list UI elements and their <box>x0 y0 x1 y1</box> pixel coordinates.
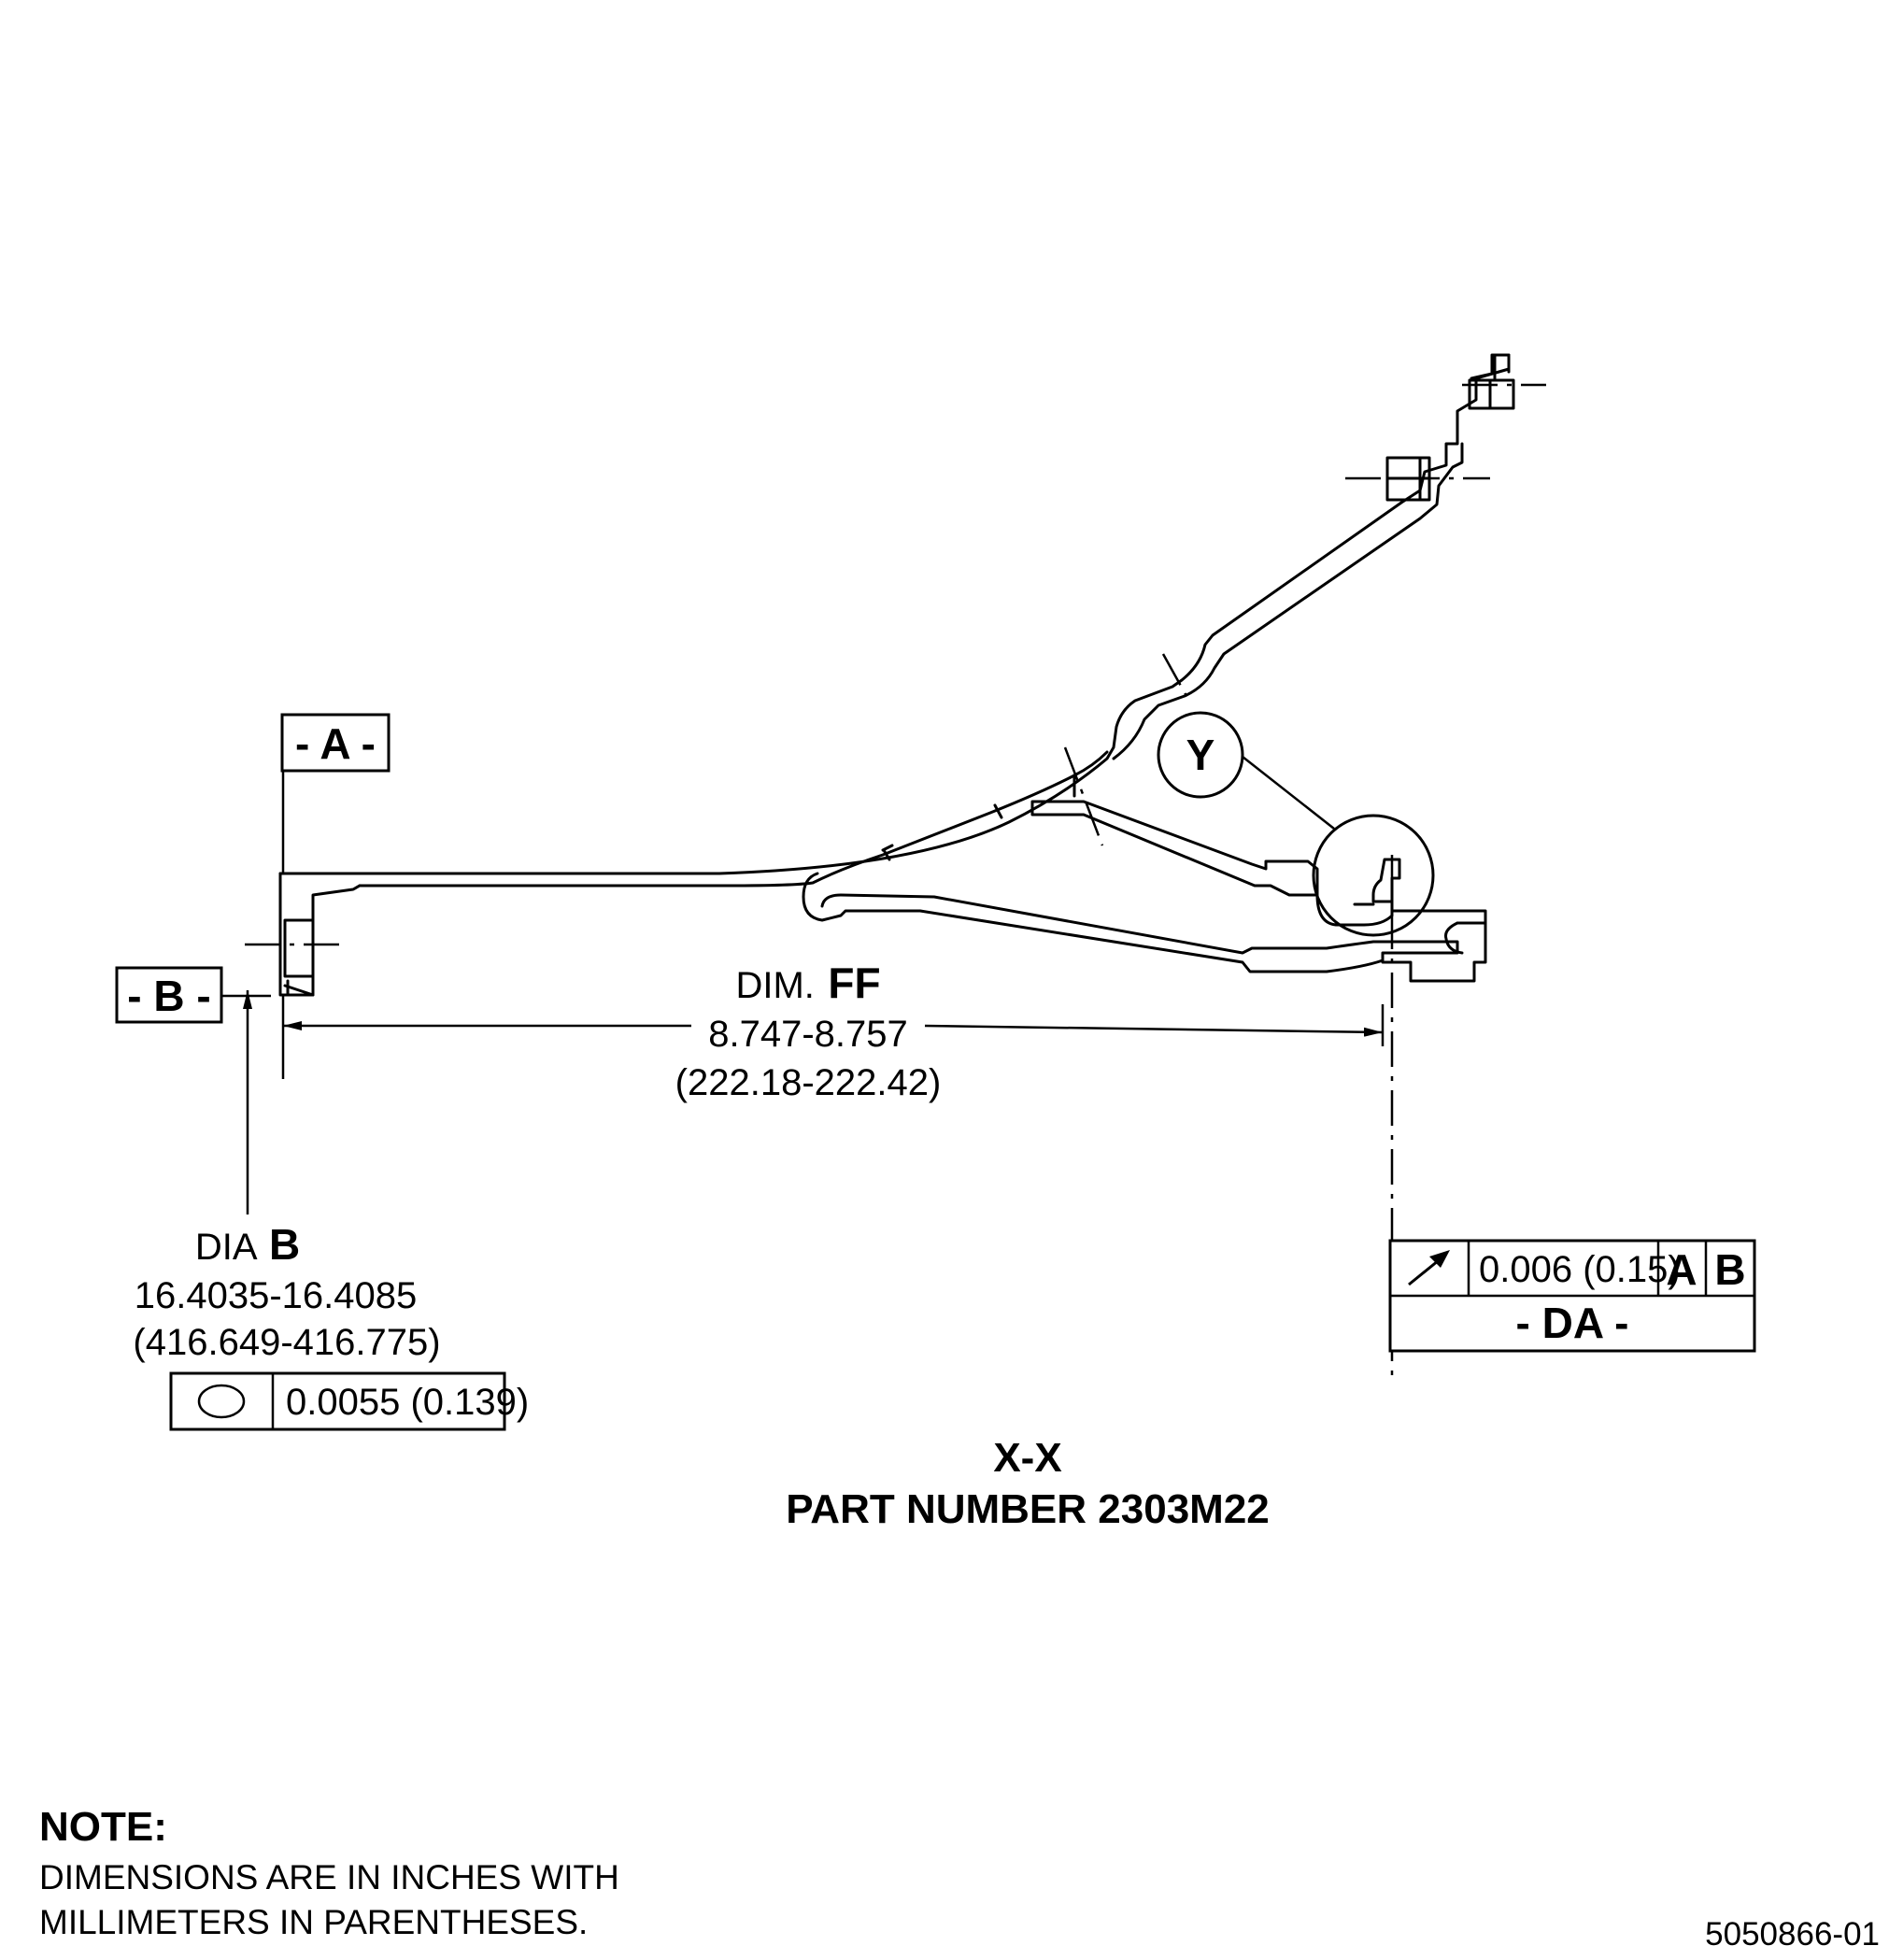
dia-b-mm: (416.649-416.775) <box>133 1322 440 1363</box>
note-line-1: DIMENSIONS ARE IN INCHES WITH <box>39 1858 619 1896</box>
detail-y-label: Y <box>1186 731 1215 779</box>
part-profile <box>278 353 1515 997</box>
note-heading: NOTE: <box>39 1804 167 1850</box>
runout-ref-a: A <box>1666 1245 1697 1294</box>
datum-b-label: - B - <box>127 972 210 1020</box>
figure-code: 5050866-01 <box>1705 1916 1880 1953</box>
circularity-icon <box>197 1384 246 1419</box>
dim-ff-mm: (222.18-222.42) <box>675 1062 942 1103</box>
dia-b: DIA B 16.4035-16.4085 (416.649-416.775) … <box>133 1220 529 1431</box>
detail-y-callout: Y <box>1157 711 1435 937</box>
part-number: PART NUMBER 2303M22 <box>786 1486 1270 1532</box>
dia-b-inches: 16.4035-16.4085 <box>135 1275 418 1316</box>
dim-ff-title: DIM. FF <box>735 959 880 1007</box>
dia-b-tolerance-frame <box>169 1371 506 1431</box>
datum-a-label: - A - <box>295 719 376 768</box>
dia-b-title: DIA B <box>195 1220 300 1269</box>
datum-a: - A - <box>280 713 391 873</box>
centerlines <box>245 383 1546 1383</box>
runout-frame: 0.006 (0.15) A B - DA - <box>1388 1239 1756 1353</box>
section-title: X-X PART NUMBER 2303M22 <box>786 1435 1270 1532</box>
circular-runout-arrow-icon <box>1408 1250 1450 1286</box>
note-block: NOTE: DIMENSIONS ARE IN INCHES WITH MILL… <box>39 1804 619 1941</box>
dim-ff: DIM. FF 8.747-8.757 (222.18-222.42) <box>281 959 1385 1103</box>
section-view-label: X-X <box>993 1435 1061 1481</box>
dim-ff-inches: 8.747-8.757 <box>708 1014 908 1055</box>
note-line-2: MILLIMETERS IN PARENTHESES. <box>39 1903 588 1941</box>
dia-b-tolerance: 0.0055 (0.139) <box>286 1382 529 1423</box>
datum-da-label: - DA - <box>1516 1299 1629 1347</box>
datum-b: - B - <box>115 966 271 1214</box>
runout-tolerance: 0.006 (0.15) <box>1479 1249 1681 1290</box>
runout-ref-b: B <box>1714 1245 1745 1294</box>
